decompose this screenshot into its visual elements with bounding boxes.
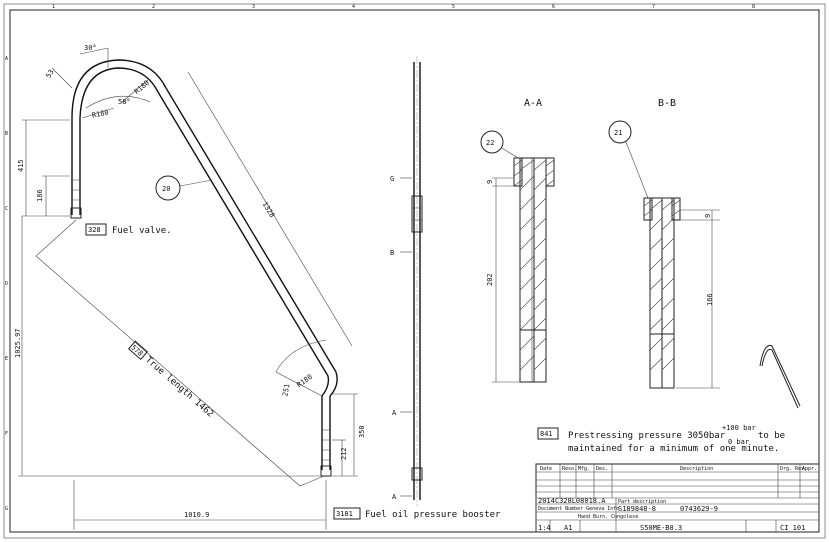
booster-code: 3181 <box>336 510 353 518</box>
section-mark-a2: A <box>392 493 397 501</box>
zone-letter: E <box>5 356 8 362</box>
inner-frame <box>9 9 820 533</box>
fuel-valve-text: Fuel valve. <box>112 226 172 236</box>
prestress-line2: maintained for a minimum of one minute. <box>568 444 779 454</box>
tb-header-drg-rev: Drg. Rev. <box>780 466 807 472</box>
section-aa-dim-202: 202 <box>486 273 494 286</box>
zone-number: 7 <box>652 4 655 10</box>
booster-text: Fuel oil pressure booster <box>365 510 501 520</box>
dim-58deg: 58° <box>118 98 131 106</box>
straight-pipe-view: G B A A <box>390 56 423 506</box>
dim-53: 53 <box>45 68 56 79</box>
top-zone-numbers: 1 2 3 4 5 6 7 8 <box>52 4 755 10</box>
dim-251: 251 <box>281 383 291 397</box>
dim-30deg: 30° <box>84 44 97 52</box>
zone-number: 1 <box>52 4 55 10</box>
fuel-valve-code: 328 <box>88 226 101 234</box>
balloon-21: 21 <box>614 129 622 137</box>
title-block: Date Reso. Mfg. Des. Description Drg. Re… <box>535 463 820 533</box>
outer-frame <box>3 3 826 539</box>
left-zone-letters: A B C D E F G <box>5 56 8 512</box>
tb-header-date: Date <box>540 466 552 472</box>
tb-header-description: Description <box>680 466 713 472</box>
dim-r180-left: R180 <box>91 108 109 119</box>
tb-part-no2: 0743629-9 <box>680 505 718 513</box>
bent-pipe <box>70 59 338 477</box>
section-bb-title: B-B <box>658 98 676 109</box>
section-bb-dim-166: 166 <box>706 293 714 306</box>
booster-note: 3181 Fuel oil pressure booster <box>333 507 501 520</box>
section-aa-title: A-A <box>524 98 542 109</box>
dim-1025-97: 1025.97 <box>14 328 22 358</box>
true-length-text: True length 1462 <box>143 355 215 419</box>
zone-letter: F <box>5 431 8 437</box>
tb-row2-left: Document Number Geneva Info <box>538 506 619 512</box>
dim-1010-9: 1010.9 <box>184 511 209 519</box>
zone-letter: G <box>5 506 8 512</box>
dim-r180-top: R180 <box>133 79 151 96</box>
zone-number: 4 <box>352 4 355 10</box>
section-mark-b: B <box>390 249 394 257</box>
dim-212: 212 <box>340 447 348 460</box>
section-mark-g: G <box>390 175 394 183</box>
section-bb: B-B 21 9 166 <box>608 98 720 389</box>
tb-scale: 1:4 <box>538 524 551 532</box>
fuel-valve-note: 328 Fuel valve. <box>85 223 172 236</box>
section-aa: A-A 22 9 202 <box>480 98 555 383</box>
tb-drawing-no: 2014C328L08018.A <box>538 497 606 505</box>
zone-letter: A <box>5 56 8 62</box>
prestress-line1: Prestressing pressure 3050bar <box>568 431 726 441</box>
section-mark-a1: A <box>392 409 397 417</box>
zone-number: 2 <box>152 4 155 10</box>
dim-186: 186 <box>36 189 44 202</box>
prestress-code: 841 <box>540 430 553 438</box>
tb-part-no: S189848-8 <box>618 505 656 513</box>
tb-header-mfg: Mfg. <box>578 466 590 472</box>
tb-header-des: Des. <box>596 466 608 472</box>
dim-1328: 1328 <box>261 201 277 220</box>
zone-number: 3 <box>252 4 255 10</box>
true-length-code: 578 <box>129 343 144 357</box>
pipe-sketch-thumbnail <box>759 344 801 409</box>
prestress-tol-zero: 0 bar <box>728 438 749 446</box>
dim-350: 350 <box>358 425 366 438</box>
section-bb-dim-9: 9 <box>704 214 712 218</box>
zone-number: 6 <box>552 4 555 10</box>
true-length-label: 578 True length 1462 <box>127 340 215 420</box>
section-aa-dim-9: 9 <box>486 180 494 184</box>
tb-format: A1 <box>564 524 572 532</box>
zone-letter: C <box>5 206 8 212</box>
tb-product-type: S50ME-B8.3 <box>640 524 682 532</box>
tb-header-appr: Appr. <box>802 466 817 472</box>
zone-number: 5 <box>452 4 455 10</box>
bent-pipe-dimensions: 30° 53 58° R180 R180 415 186 1025.97 101… <box>14 44 366 530</box>
dim-415: 415 <box>17 159 25 172</box>
prestress-to-be: to be <box>758 431 785 441</box>
zone-number: 8 <box>752 4 755 10</box>
tb-name: Hand Burn. Congolese <box>578 514 638 520</box>
prestress-tol-plus: +100 bar <box>722 424 756 432</box>
zone-letter: B <box>5 131 8 137</box>
balloon-20-label: 20 <box>162 185 170 193</box>
balloon-20: 20 <box>155 175 213 201</box>
tb-sheet: CI 101 <box>780 524 805 532</box>
balloon-22: 22 <box>486 139 494 147</box>
tb-header-reso: Reso. <box>562 466 577 472</box>
tb-part-label: Part description <box>618 499 666 505</box>
zone-letter: D <box>5 281 8 287</box>
prestress-note: 841 Prestressing pressure 3050bar +100 b… <box>537 424 785 454</box>
